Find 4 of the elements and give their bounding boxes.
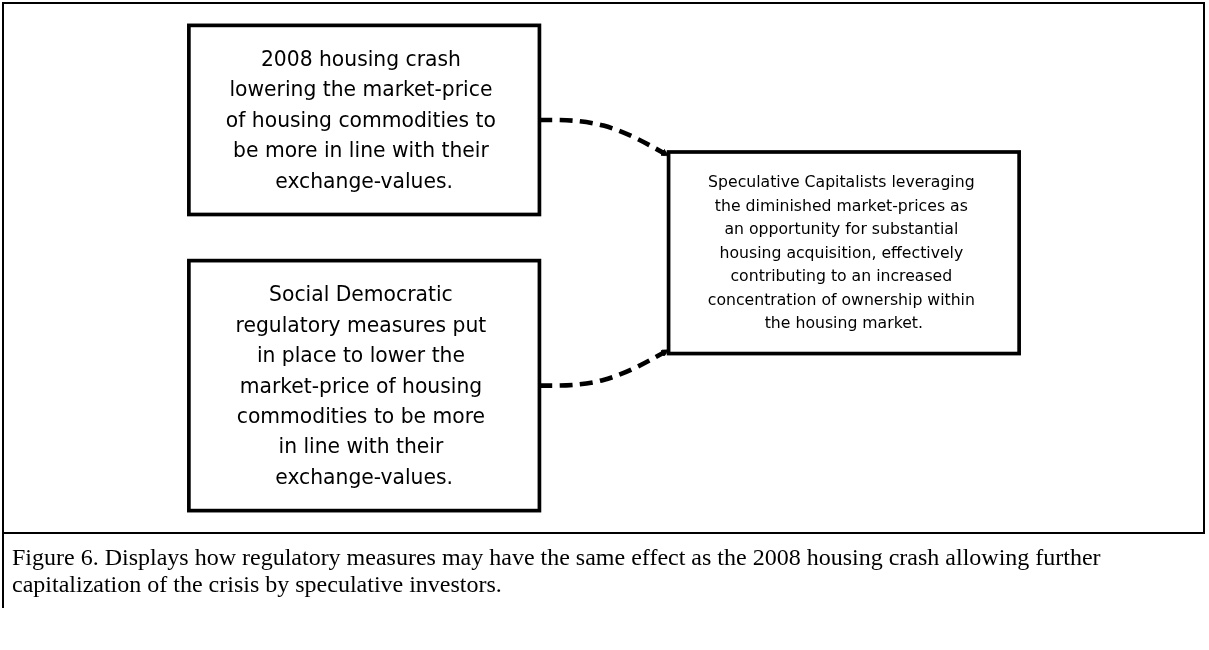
node-box: 2008 housing crash lowering the market-price of housing commodities to be more in line with their exchange-values. [186,23,541,217]
node-box: Social Democratic regulatory measures put in place to lower the market-price of housing commodities to be more in line with their exchange-values. [186,258,541,513]
node-box: Speculative Capitalists leveraging the diminished market-prices as an opportunity for substantial housing acquisition, effectively contributing to an increased concentration of ownership within the housing market. [666,150,1021,356]
figure-caption: Figure 6. Displays how regulatory measures may have the same effect as the 2008 housing crash allowing further capitalization of the crisis by speculative investors. [12,544,1101,597]
